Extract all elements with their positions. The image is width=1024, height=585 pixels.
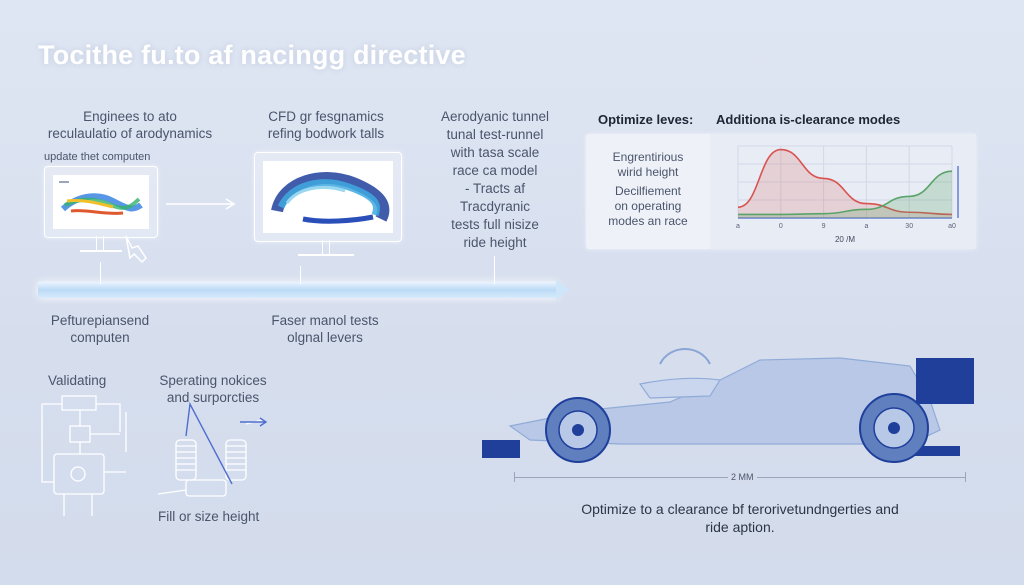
car-caption: Optimize to a clearance bf terorivetundn… (560, 500, 920, 536)
cfd-screen-1 (53, 175, 149, 229)
rear-wing (916, 358, 974, 404)
chart-x-axis-label: 20 /M (835, 235, 855, 244)
panel-text-b-line-3: modes an race (608, 214, 688, 228)
circuit-schematic-icon (41, 395, 127, 516)
step-3-text: Aerodyanic tunnel tunal test-runnel with… (420, 108, 570, 252)
timeline-label-1: Pefturepiansend computen (30, 312, 170, 346)
halo (659, 348, 711, 365)
panel-text-b: Decilfiement on operating modes an race (596, 184, 700, 229)
step-2-text: CFD gr fesgnamics refing bodwork talls (246, 108, 406, 142)
operating-label: Sperating nokices and surporcties (148, 372, 278, 406)
dimension-tick-right (965, 472, 966, 482)
monitor-1-neck (96, 236, 104, 250)
car-body (508, 357, 941, 445)
panel-text-b-line-1: Decilfiement (614, 184, 682, 198)
page-title: Tocithe fu.to af nacingg directive (38, 40, 466, 70)
chart-series-line (738, 170, 953, 216)
step-3-line-8: ride height (463, 235, 527, 250)
suspension-spring-diagram (157, 401, 268, 497)
computer-monitor-1 (44, 166, 158, 238)
chart-series-line (737, 148, 953, 216)
step-3-line-3: with tasa scale (450, 145, 540, 160)
panel-header-left: Optimize leves: (598, 112, 694, 127)
step-3-line-6: Tracdyranic (459, 199, 531, 214)
step-3-line-2: tunal test-runnel (446, 127, 544, 142)
operating-line-1: Sperating nokices (159, 373, 267, 388)
step-3-line-5: - Tracts af (464, 181, 525, 196)
flow-arrow-icon (166, 198, 236, 210)
airflow-visualization (59, 181, 143, 215)
rear-wheel (859, 393, 929, 463)
timeline-label-1-line-2: computen (70, 330, 130, 345)
operating-line-2: and surporcties (166, 390, 260, 405)
bodywork-flow-visualization (271, 172, 390, 224)
dimension-tick-left (514, 472, 515, 482)
step-3-line-7: tests full nisize (451, 217, 539, 232)
panel-header-right: Additiona is-clearance modes (716, 112, 901, 127)
step-1-line-2: reculaulatio of arodynamics (47, 126, 213, 141)
chart-x-tick-label: a (864, 223, 868, 230)
computer-monitor-2 (254, 152, 402, 242)
validating-label: Validating (48, 373, 107, 388)
race-car-diagram (482, 348, 974, 463)
dimension-label: 2 MM (728, 470, 757, 484)
timeline-label-1-line-1: Pefturepiansend (50, 313, 150, 328)
timeline-tick-3 (494, 256, 496, 284)
step-3-line-1: Aerodyanic tunnel (440, 109, 550, 124)
step-1-sub: update thet computen (44, 151, 151, 163)
pointing-hand-icon (125, 235, 147, 264)
step-1-text: Enginees to ato reculaulatio of arodynam… (40, 108, 220, 142)
timeline-label-2-line-2: olgnal levers (287, 330, 363, 345)
chart-series-area (738, 149, 952, 218)
timeline-tick-2 (300, 266, 302, 284)
chart-x-tick-label: a (736, 223, 740, 230)
step-3-line-4: race ca model (452, 163, 538, 178)
step-2-line-1: CFD gr fesgnamics (268, 109, 384, 124)
diffuser (910, 446, 960, 456)
car-cockpit (638, 377, 722, 399)
chart-x-tick-label: 9 (822, 223, 826, 230)
chart-x-tick-label: a0 (948, 223, 956, 230)
chart-x-tick-label: 0 (779, 223, 783, 230)
panel-text-a: Engrentirious wirid height (596, 150, 700, 180)
monitor-2-neck (322, 240, 330, 254)
car-caption-line-1: Optimize to a clearance bf terorivetundn… (581, 501, 899, 517)
front-wing (482, 440, 520, 458)
cfd-screen-2 (263, 161, 393, 233)
timeline-arrowhead (556, 280, 570, 300)
timeline-tick-1 (100, 262, 102, 284)
panel-text-a-line-2: wirid height (617, 165, 679, 179)
fill-height-label: Fill or size height (158, 509, 260, 524)
chart-series-area (738, 171, 952, 218)
timeline-label-2-line-1: Faser manol tests (271, 313, 379, 328)
monitor-1-base (80, 250, 122, 252)
front-wheel (545, 397, 611, 463)
step-1-line-1: Enginees to ato (83, 109, 177, 124)
chart-x-tick-label: 30 (905, 223, 913, 230)
car-caption-line-2: ride aption. (705, 519, 775, 535)
timeline-label-2: Faser manol tests olgnal levers (250, 312, 400, 346)
panel-text-b-line-2: on operating (614, 199, 682, 213)
monitor-2-base (298, 254, 354, 256)
process-timeline (38, 282, 558, 298)
panel-text-a-line-1: Engrentirious (612, 150, 684, 164)
step-2-line-2: refing bodwork talls (267, 126, 385, 141)
